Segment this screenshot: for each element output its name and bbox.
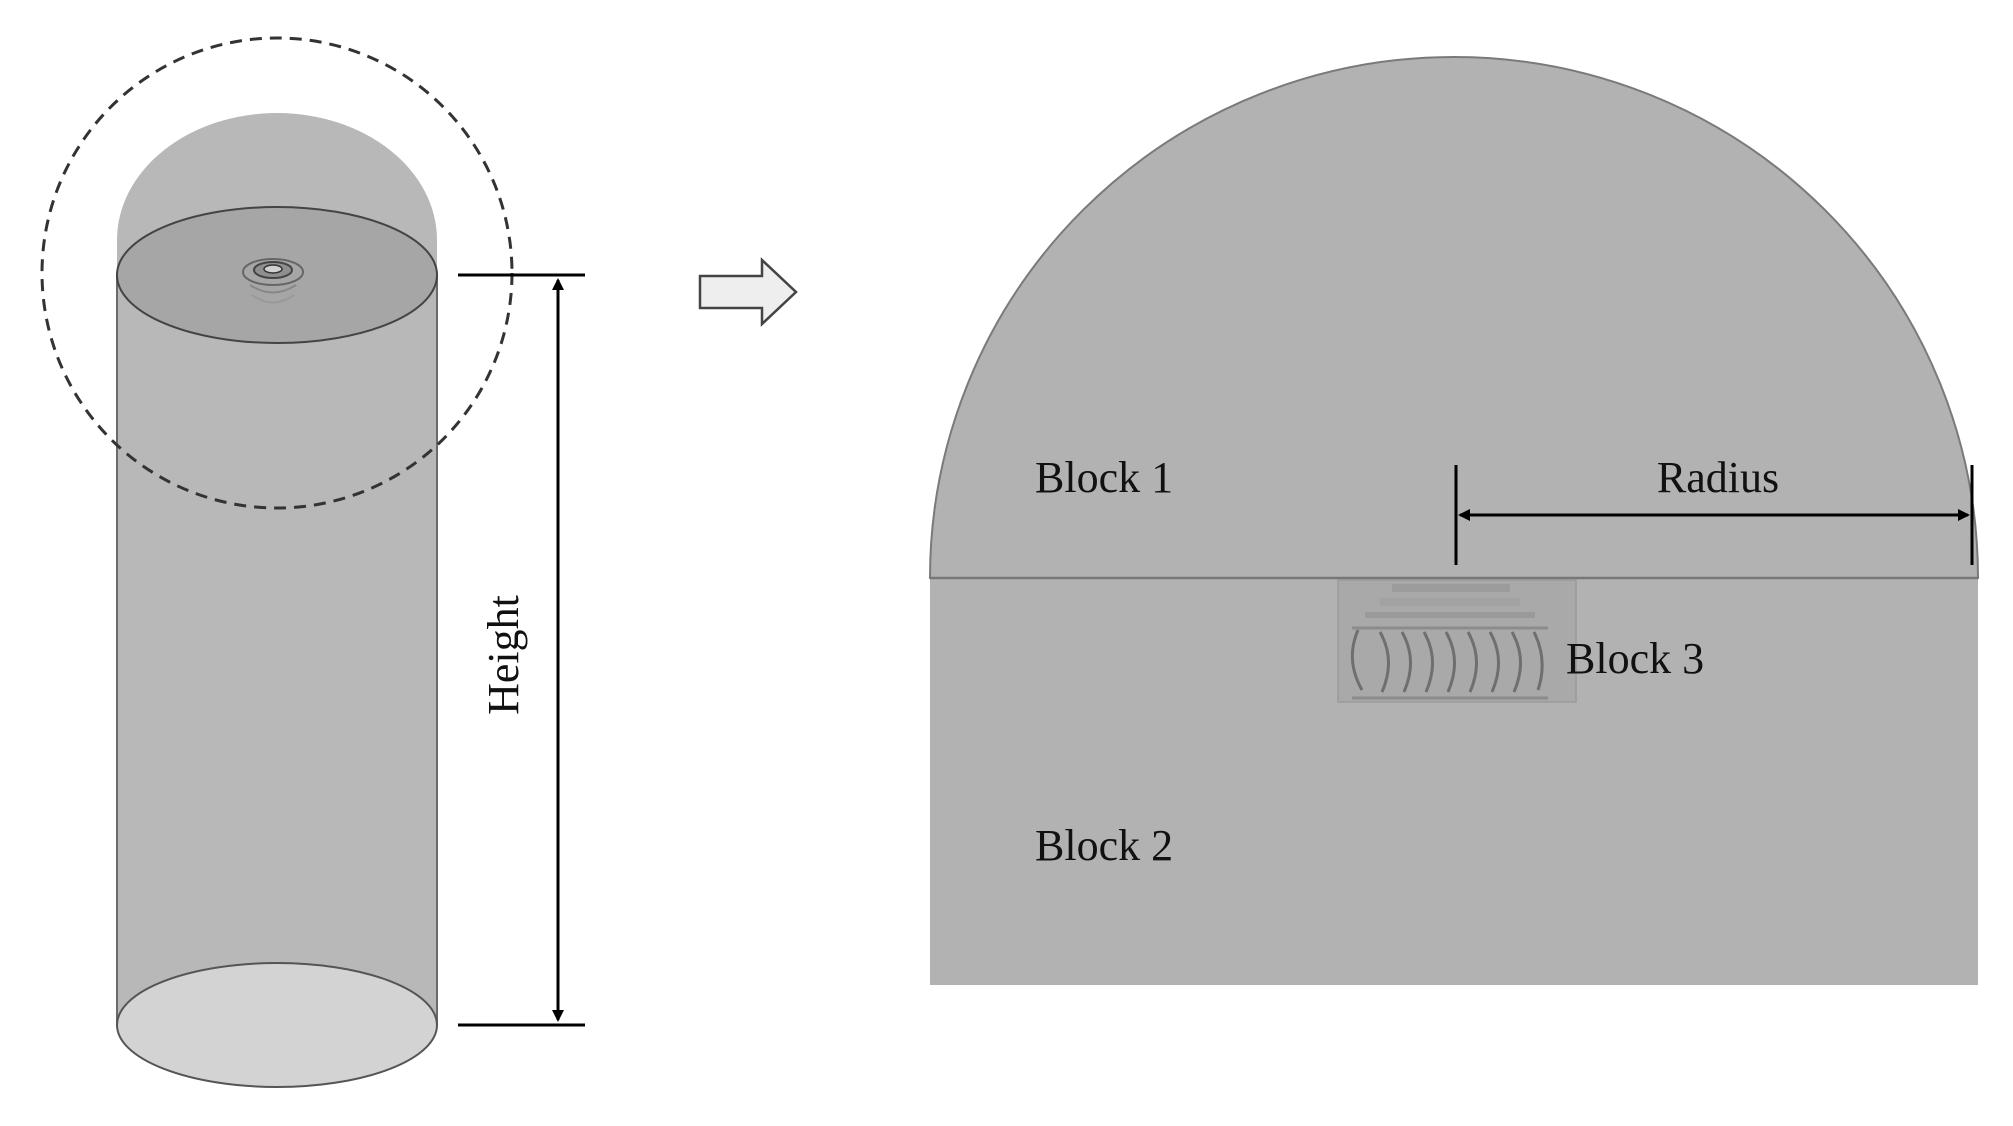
block-3-label: Block 3 [1566, 634, 1704, 683]
height-label: Height [479, 595, 528, 715]
radius-dimension: Radius [1454, 453, 1974, 565]
block-2-label: Block 2 [1035, 821, 1173, 870]
right-arrow-icon [698, 257, 798, 327]
turbine-model-small [242, 258, 304, 304]
turbine-blades [1350, 629, 1544, 693]
cylinder-bottom-disk [116, 962, 438, 1088]
block-1-label: Block 1 [1035, 453, 1173, 502]
zoom-dashed-circle [40, 36, 514, 510]
radius-label: Radius [1657, 453, 1779, 502]
block-1-region [928, 56, 1980, 579]
block-3-region [1337, 579, 1577, 703]
cylinder-body [117, 275, 437, 1025]
zoomed-section: Radius Block 1 Block 2 Block 3 [928, 56, 1980, 985]
height-dimension: Height [458, 273, 585, 1027]
cylinder-domain [40, 36, 514, 1088]
